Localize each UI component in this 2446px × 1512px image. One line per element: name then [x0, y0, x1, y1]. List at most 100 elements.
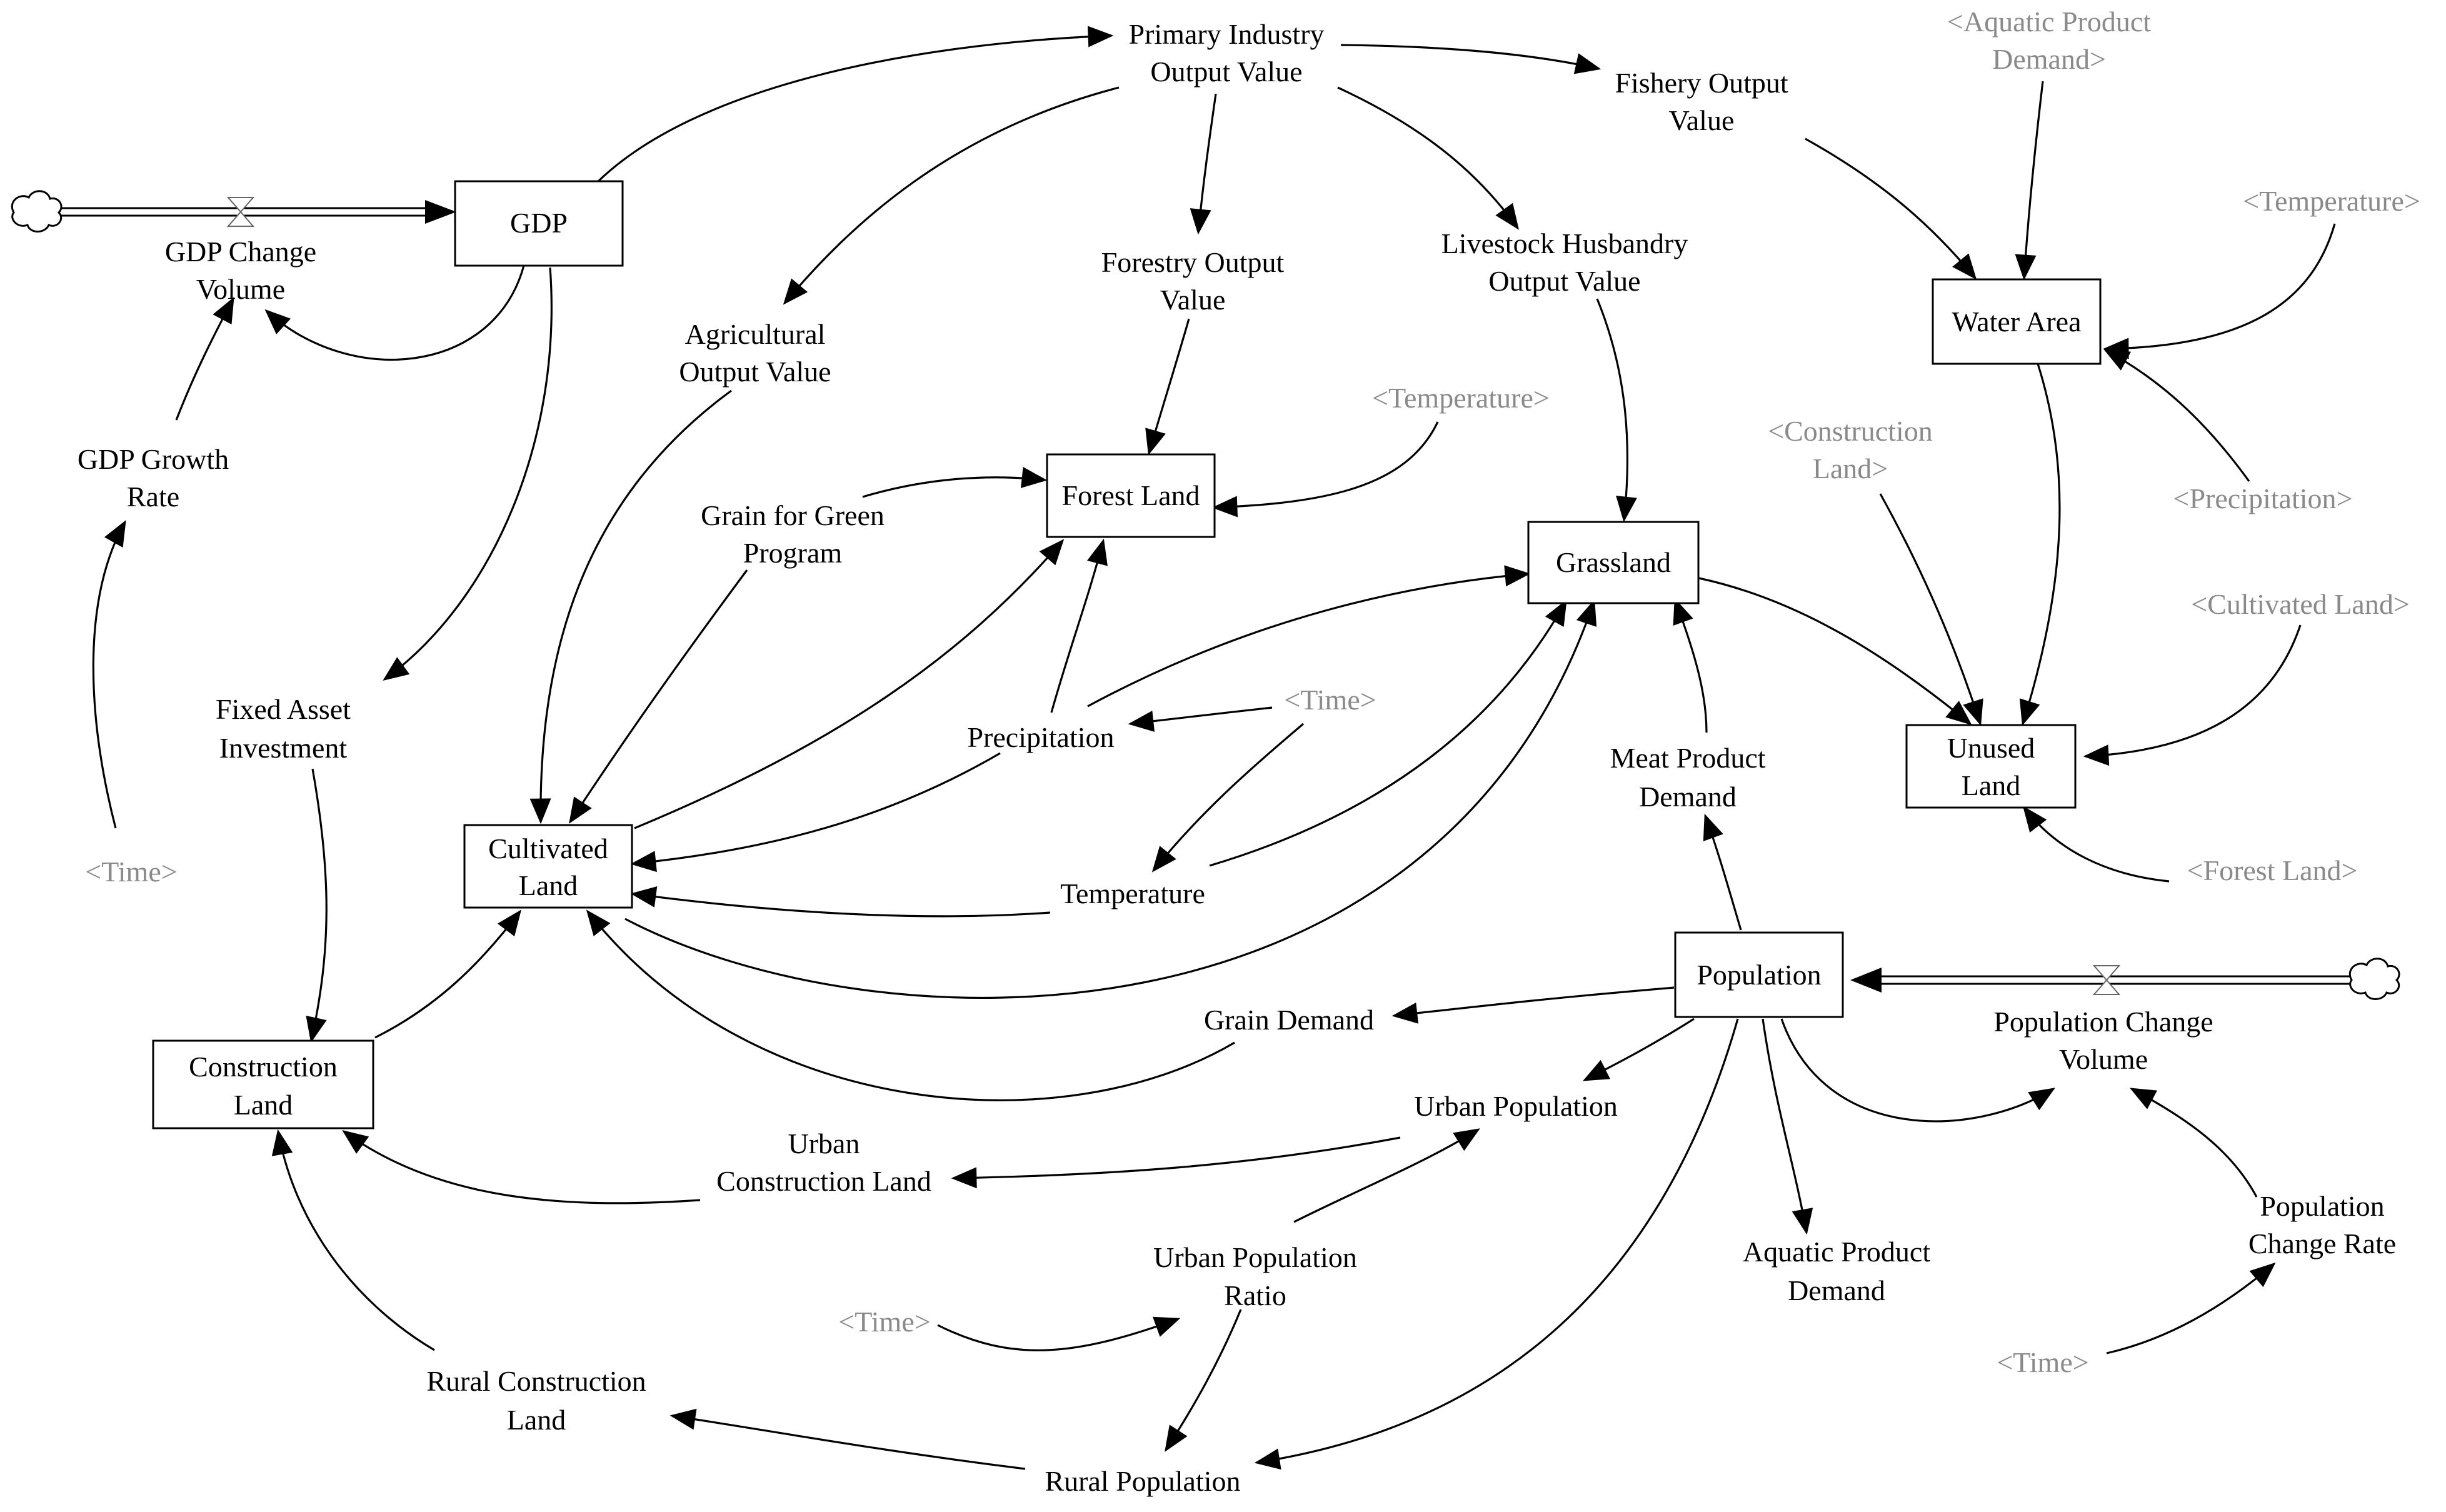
link-ratio-to-rural-population	[1165, 1309, 1242, 1452]
link-forestry-to-forest-land	[1145, 318, 1190, 456]
shadow-aquatic-demand-1: <Aquatic Product	[1947, 6, 2151, 38]
link-urban-population-to-urban-construction	[951, 1136, 1401, 1189]
link-cultivated-to-grassland	[624, 599, 1597, 999]
link-meat-demand-to-grassland	[1673, 598, 1708, 733]
stock-water-area-label: Water Area	[1952, 306, 2082, 338]
link-shadow-cultivated-to-unused-land	[2083, 624, 2302, 766]
var-meat-demand-1: Meat Product	[1610, 742, 1765, 774]
var-aquatic-demand-1: Aquatic Product	[1743, 1236, 1930, 1268]
var-grain-demand: Grain Demand	[1204, 1004, 1374, 1036]
population-flow	[1850, 958, 2400, 1000]
shadow-cultivated-land: <Cultivated Land>	[2191, 588, 2410, 620]
var-pop-change-rate-2: Change Rate	[2248, 1228, 2396, 1259]
link-fixed-asset-to-construction-land	[306, 768, 328, 1043]
stock-construction-land-label-1: Construction	[189, 1051, 338, 1083]
link-population-to-rural-population	[1254, 1018, 1739, 1470]
source-cloud-icon	[11, 190, 63, 233]
link-construction-to-cultivated	[374, 909, 522, 1039]
link-rural-population-to-rural-construction	[669, 1408, 1026, 1470]
var-agricultural-2: Output Value	[679, 356, 831, 388]
link-shadow-construction-to-unused-land	[1879, 493, 1983, 726]
link-water-area-to-unused-land	[2019, 363, 2061, 726]
shadow-time-left: <Time>	[85, 856, 177, 888]
var-fixed-asset-1: Fixed Asset	[216, 693, 351, 725]
stock-cultivated-land-label-1: Cultivated	[488, 833, 608, 864]
var-livestock-1: Livestock Husbandry	[1441, 228, 1688, 259]
link-shadow-aquatic-to-water-area	[2015, 81, 2044, 281]
var-gdp-growth-rate-1: GDP Growth	[78, 443, 229, 475]
link-rural-construction-to-construction-land	[271, 1129, 435, 1351]
link-primary-to-agricultural	[783, 86, 1120, 305]
flow-pop-change-volume-1: Population Change	[1993, 1006, 2213, 1038]
link-shadow-temperature-to-forest-land	[1211, 421, 1439, 518]
shadow-temperature-top: <Temperature>	[2243, 185, 2420, 217]
link-population-to-grain-demand	[1391, 986, 1675, 1024]
stock-gdp-label: GDP	[510, 207, 568, 239]
link-precipitation-to-grassland	[1087, 565, 1531, 708]
link-shadow-time-to-change-rate	[2106, 1262, 2276, 1354]
link-grassland-to-unused-land	[1698, 577, 1972, 726]
stock-population-label: Population	[1697, 959, 1821, 991]
stock-grassland-label: Grassland	[1556, 546, 1671, 578]
link-population-to-urban-population	[1582, 1018, 1695, 1081]
var-urban-construction-2: Construction Land	[716, 1165, 931, 1197]
stock-construction-land-label-2: Land	[234, 1089, 293, 1121]
shadow-time-bottom: <Time>	[838, 1306, 930, 1338]
var-temperature: Temperature	[1060, 878, 1205, 909]
link-grain-green-to-forest-land	[862, 467, 1048, 498]
link-ratio-to-urban-population	[1293, 1128, 1480, 1223]
link-gdp-to-primary-industry	[596, 26, 1114, 184]
link-precipitation-to-cultivated	[630, 752, 1001, 873]
link-shadow-temperature-to-water-area	[2103, 223, 2336, 359]
var-fixed-asset-2: Investment	[219, 732, 348, 764]
var-gdp-growth-rate-2: Rate	[127, 481, 179, 513]
link-population-to-meat-demand	[1703, 813, 1742, 931]
var-rural-population: Rural Population	[1045, 1465, 1240, 1497]
link-population-to-pop-change-volume	[1780, 1018, 2055, 1123]
var-urban-construction-1: Urban	[788, 1128, 860, 1159]
link-livestock-to-grassland	[1596, 298, 1637, 523]
var-meat-demand-2: Demand	[1639, 781, 1737, 813]
link-precipitation-to-forest-land	[1050, 538, 1108, 713]
population-valve-icon	[2092, 965, 2121, 995]
link-primary-to-fishery	[1340, 44, 1601, 74]
flow-gdp-change-volume-1: GDP Change	[165, 236, 316, 268]
link-grain-green-to-cultivated	[569, 569, 748, 824]
shadow-time-right: <Time>	[1997, 1346, 2088, 1378]
gdp-valve-icon	[226, 197, 255, 227]
link-gdp-to-gdp-change-volume	[264, 265, 525, 361]
link-shadow-forest-to-unused-land	[2022, 806, 2170, 883]
stock-water-area: Water Area	[1932, 278, 2102, 365]
shadow-precipitation: <Precipitation>	[2173, 483, 2353, 514]
var-rural-construction-2: Land	[507, 1404, 566, 1436]
var-rural-construction-1: Rural Construction	[426, 1365, 646, 1397]
shadow-aquatic-demand-2: Demand>	[1992, 43, 2106, 75]
flow-gdp-change-volume-2: Volume	[196, 273, 285, 305]
link-shadow-time-to-gdp-growth-rate	[92, 520, 126, 829]
var-grain-for-green-1: Grain for Green	[701, 499, 885, 531]
var-fishery-1: Fishery Output	[1615, 67, 1788, 99]
var-fishery-2: Value	[1669, 104, 1735, 136]
flow-pop-change-volume-2: Volume	[2059, 1043, 2148, 1075]
link-shadow-precipitation-to-water-area	[2103, 349, 2250, 482]
stock-unused-land-label-2: Land	[1962, 769, 2021, 801]
link-agricultural-to-cultivated	[529, 389, 732, 824]
link-shadow-time-to-precipitation	[1128, 706, 1273, 732]
var-urban-population: Urban Population	[1414, 1090, 1618, 1122]
stock-grassland: Grassland	[1527, 521, 1700, 604]
var-primary-industry-1: Primary Industry	[1128, 18, 1324, 50]
link-primary-to-livestock	[1337, 86, 1519, 230]
var-precipitation: Precipitation	[967, 721, 1114, 753]
causal-links	[92, 26, 2336, 1470]
stock-construction-land: Construction Land	[152, 1039, 374, 1129]
var-forestry-2: Value	[1160, 284, 1226, 316]
shadow-construction-land-2: Land>	[1813, 453, 1888, 484]
link-gdp-to-fixed-asset	[383, 267, 553, 681]
shadow-temperature-mid: <Temperature>	[1372, 382, 1550, 414]
stock-cultivated-land: Cultivated Land	[463, 824, 633, 909]
link-urban-construction-to-construction-land	[342, 1129, 701, 1204]
stock-gdp: GDP	[454, 180, 624, 267]
stock-unused-land: Unused Land	[1905, 724, 2077, 809]
stock-cultivated-land-label-2: Land	[519, 869, 578, 901]
